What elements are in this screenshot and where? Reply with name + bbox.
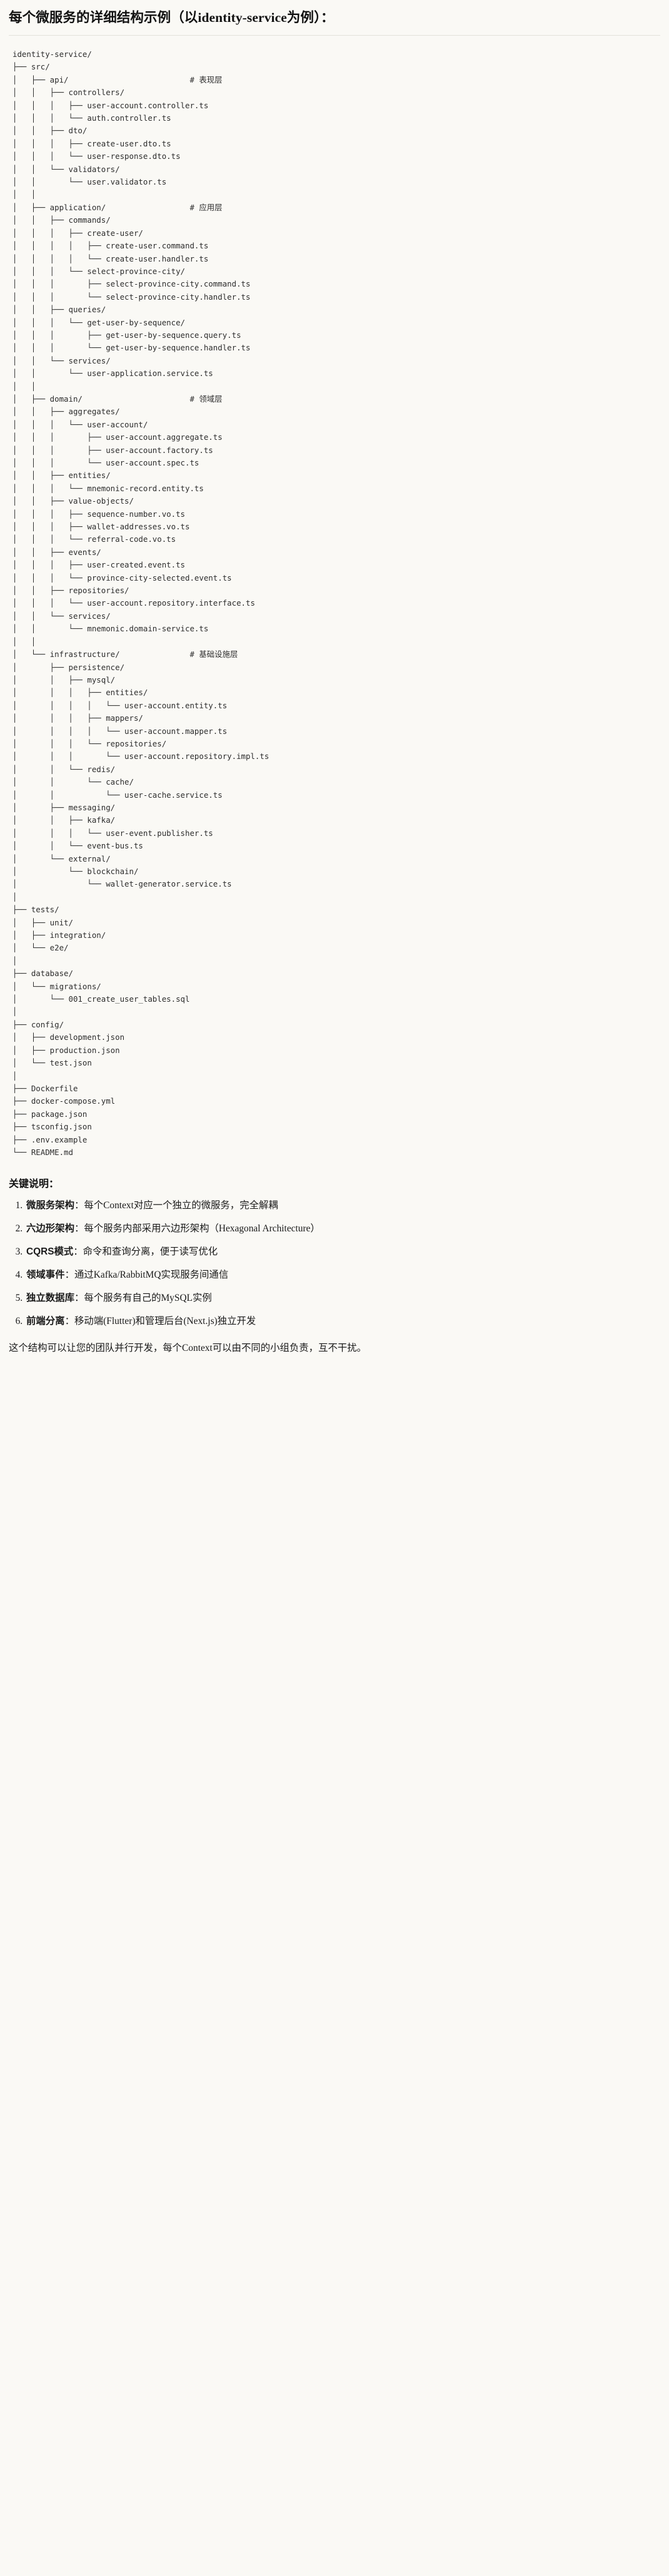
list-item: 六边形架构：每个服务内部采用六边形架构（Hexagonal Architectu… [25, 1221, 660, 1236]
note-separator: ： [74, 1293, 84, 1304]
note-body: 每个服务内部采用六边形架构（Hexagonal Architecture） [84, 1223, 320, 1234]
note-term: 微服务架构 [26, 1199, 74, 1211]
note-term: 六边形架构 [26, 1223, 74, 1234]
notes-heading: 关键说明： [9, 1179, 59, 1190]
list-item: 前端分离：移动端(Flutter)和管理后台(Next.js)独立开发 [25, 1314, 660, 1328]
page-title: 每个微服务的详细结构示例（以identity-service为例）： [9, 0, 660, 35]
note-separator: ： [73, 1246, 83, 1257]
list-item: 领域事件：通过Kafka/RabbitMQ实现服务间通信 [25, 1268, 660, 1282]
note-body: 命令和查询分离，便于读写优化 [83, 1246, 218, 1257]
note-separator: ： [64, 1316, 74, 1327]
page-title-colon: ： [320, 10, 334, 25]
note-body: 移动端(Flutter)和管理后台(Next.js)独立开发 [74, 1316, 256, 1327]
list-item: CQRS模式：命令和查询分离，便于读写优化 [25, 1245, 660, 1259]
note-term: 独立数据库 [26, 1293, 74, 1304]
note-separator: ： [74, 1199, 84, 1211]
directory-tree: identity-service/ ├── src/ │ ├── api/ # … [13, 49, 269, 1157]
document-page: 每个微服务的详细结构示例（以identity-service为例）： ident… [0, 0, 669, 1367]
page-title-parenthetical: （以identity-service为例） [171, 10, 321, 25]
note-separator: ： [64, 1270, 74, 1281]
note-term: CQRS模式 [26, 1246, 74, 1257]
note-separator: ： [74, 1223, 84, 1234]
list-item: 独立数据库：每个服务有自己的MySQL实例 [25, 1291, 660, 1305]
note-body: 每个服务有自己的MySQL实例 [84, 1293, 212, 1304]
note-term: 前端分离 [26, 1316, 65, 1327]
page-title-main: 每个微服务的详细结构示例 [9, 10, 171, 25]
note-term: 领域事件 [26, 1270, 65, 1281]
code-block: identity-service/ ├── src/ │ ├── api/ # … [9, 36, 660, 1168]
title-divider [9, 35, 660, 36]
note-body: 通过Kafka/RabbitMQ实现服务间通信 [74, 1270, 229, 1281]
closing-paragraph: 这个结构可以让您的团队并行开发，每个Context可以由不同的小组负责，互不干扰… [9, 1343, 367, 1354]
note-body: 每个Context对应一个独立的微服务，完全解耦 [84, 1199, 278, 1211]
list-item: 微服务架构：每个Context对应一个独立的微服务，完全解耦 [25, 1198, 660, 1213]
notes-list: 微服务架构：每个Context对应一个独立的微服务，完全解耦 六边形架构：每个服… [9, 1198, 660, 1329]
